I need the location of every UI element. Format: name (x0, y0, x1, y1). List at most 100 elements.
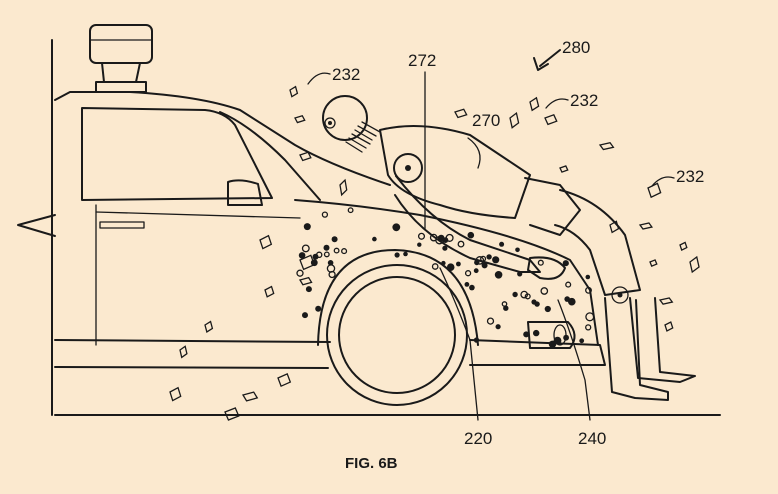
adhesive-dot (327, 260, 334, 266)
adhesive-fragment (689, 255, 700, 274)
adhesive-dot (494, 271, 503, 279)
adhesive-fragment (289, 85, 299, 98)
roof-sensor (89, 24, 153, 93)
adhesive-dot (486, 254, 492, 260)
adhesive-dot (562, 260, 569, 267)
adhesive-dot (312, 253, 319, 260)
adhesive-dot (548, 340, 557, 348)
adhesive-dot (372, 236, 377, 242)
adhesive-dot (442, 245, 448, 251)
adhesive-dot (585, 286, 592, 294)
pedestrian-arm (394, 175, 541, 273)
adhesive-dot (331, 236, 338, 243)
adhesive-fragment (647, 182, 662, 199)
adhesive-dot (435, 235, 444, 245)
adhesive-dot (544, 305, 551, 313)
adhesive-dot (533, 329, 540, 337)
adhesive-fragment (241, 391, 259, 402)
pedestrian-torso (379, 125, 531, 219)
adhesive-dot (531, 299, 537, 305)
adhesive-dot (301, 244, 310, 253)
adhesive-dot (347, 207, 354, 214)
label-272: 272 (408, 51, 436, 70)
adhesive-fragment (264, 285, 275, 298)
adhesive-dot (456, 261, 461, 267)
adhesive-dot (501, 301, 508, 307)
car-body (17, 91, 606, 406)
adhesive-dot (473, 337, 480, 343)
adhesive-dot (568, 297, 576, 306)
adhesive-fragment (509, 112, 520, 129)
adhesive-dot (537, 259, 544, 266)
adhesive-dot (464, 282, 470, 287)
adhesive-dot (464, 270, 472, 277)
adhesive-dot (442, 237, 449, 244)
adhesive-dot (431, 263, 439, 270)
pedestrian-leg-front (604, 297, 669, 401)
adhesive-dot (441, 260, 446, 266)
pedestrian-hips (524, 177, 581, 236)
adhesive-dot (333, 247, 340, 254)
adhesive-dot (540, 287, 549, 295)
label-232-top-left: 232 (332, 65, 360, 84)
adhesive-dot (469, 284, 475, 291)
adhesive-fragment (529, 96, 540, 112)
adhesive-fragment (559, 165, 569, 173)
adhesive-dot (585, 324, 592, 331)
adhesive-fragment (649, 259, 658, 267)
adhesive-fragment (259, 234, 273, 250)
adhesive-fragments (169, 85, 700, 421)
adhesive-fragment (294, 114, 306, 124)
adhesive-fragment (277, 373, 292, 388)
label-232-right: 232 (676, 167, 704, 186)
adhesive-dot (585, 274, 591, 280)
adhesive-dot (303, 223, 311, 231)
adhesive-dot (512, 291, 518, 298)
adhesive-dot (296, 269, 304, 277)
adhesive-dot (457, 240, 465, 248)
adhesive-dot (323, 244, 330, 251)
label-232-top-right: 232 (570, 91, 598, 110)
adhesive-dot (341, 248, 348, 255)
adhesive-dot (321, 211, 329, 218)
adhesive-dot (495, 324, 501, 330)
label-270: 270 (472, 111, 500, 130)
adhesive-dot (403, 251, 408, 257)
adhesive-dot (503, 305, 509, 311)
adhesive-dot (585, 312, 595, 322)
adhesive-fragment (298, 276, 313, 286)
adhesive-fragment (598, 141, 615, 151)
adhesive-fragment (179, 345, 188, 359)
adhesive-dot (565, 281, 572, 288)
adhesive-fragment (339, 178, 348, 197)
adhesive-dot (515, 247, 520, 253)
adhesive-dot (481, 262, 488, 269)
adhesive-dot (392, 223, 401, 232)
adhesive-fragment (204, 320, 214, 333)
adhesive-fragment (544, 113, 558, 126)
adhesive-fragment (224, 407, 240, 421)
adhesive-fragment (658, 297, 674, 305)
pedestrian-figure (322, 95, 696, 401)
adhesive-dot (473, 268, 479, 274)
adhesive-dot (305, 286, 312, 293)
adhesive-dot (523, 331, 530, 338)
adhesive-fragment (638, 222, 654, 230)
adhesive-fragment (169, 386, 182, 402)
adhesive-dot (467, 231, 475, 239)
adhesive-dots (296, 207, 595, 348)
adhesive-fragment (664, 321, 674, 332)
pedestrian-head (322, 95, 368, 141)
adhesive-dot (563, 334, 569, 341)
adhesive-fragment (454, 108, 468, 119)
adhesive-fragment (679, 241, 688, 252)
adhesive-dot (499, 241, 505, 247)
adhesive-dot (326, 264, 336, 273)
adhesive-dot (492, 256, 500, 264)
leader-lines (307, 49, 675, 421)
adhesive-dot (323, 251, 330, 258)
label-240: 240 (578, 429, 606, 448)
figure-caption: FIG. 6B (345, 455, 398, 472)
adhesive-dot (302, 312, 308, 319)
